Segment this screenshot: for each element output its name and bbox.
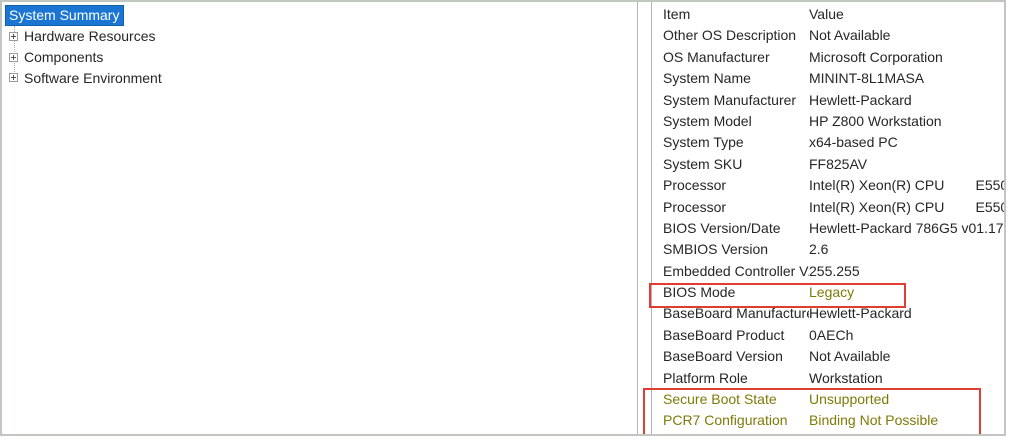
item-cell: System Manufacturer: [663, 91, 797, 108]
value-cell: FF825AV: [809, 155, 868, 172]
table-row[interactable]: BaseBoard Version Not Available: [652, 346, 1004, 367]
table-row[interactable]: BaseBoard Product 0AECh: [652, 325, 1004, 346]
column-header-value[interactable]: Value: [809, 6, 844, 22]
item-cell: OS Manufacturer: [663, 48, 770, 65]
value-cell: Not Available: [809, 27, 891, 44]
table-row[interactable]: System Model HP Z800 Workstation: [652, 111, 1004, 132]
item-cell: Embedded Controller V...: [663, 262, 809, 279]
item-cell: System Model: [663, 112, 752, 129]
table-row[interactable]: Processor Intel(R) Xeon(R) CPU E5506: [652, 175, 1005, 196]
value-cell: Microsoft Corporation: [809, 48, 943, 65]
table-row[interactable]: Platform Role Workstation: [652, 368, 1004, 389]
tree-item-components[interactable]: Components: [2, 47, 637, 68]
list-header-row: Item Value: [652, 4, 1004, 25]
item-cell: BaseBoard Version: [663, 348, 783, 365]
item-cell: Processor: [663, 198, 727, 215]
value-cell: Hewlett-Packard: [809, 305, 912, 322]
item-cell: BaseBoard Manufacturer: [663, 305, 809, 322]
item-cell: Other OS Description: [663, 27, 797, 44]
item-cell: BaseBoard Product: [663, 326, 785, 343]
expand-plus-icon[interactable]: [9, 52, 18, 62]
value-cell: x64-based PC: [809, 134, 898, 151]
table-row[interactable]: BIOS Mode Legacy: [652, 282, 1004, 303]
table-row[interactable]: PCR7 Configuration Binding Not Possible: [652, 410, 1004, 431]
table-row[interactable]: BIOS Version/Date Hewlett-Packard 786G5 v…: [652, 218, 1005, 239]
table-row[interactable]: System Name MININT-8L1MASA: [652, 68, 1004, 89]
tree-item-label: Software Environment: [24, 69, 162, 86]
item-cell: Processor: [663, 177, 727, 194]
tree-item-label: Hardware Resources: [24, 28, 156, 45]
table-row[interactable]: Other OS Description Not Available: [652, 25, 1004, 46]
table-row[interactable]: System Type x64-based PC: [652, 132, 1004, 153]
table-row[interactable]: Processor Intel(R) Xeon(R) CPU E5506: [652, 197, 1005, 218]
value-cell: 2.6: [809, 241, 829, 258]
table-row[interactable]: SMBIOS Version 2.6: [652, 239, 1004, 260]
column-header-item[interactable]: Item: [663, 6, 691, 22]
value-cell: Binding Not Possible: [809, 412, 939, 429]
item-cell: System Type: [663, 134, 744, 151]
item-cell: Secure Boot State: [663, 391, 777, 408]
value-cell: Intel(R) Xeon(R) CPU E5506: [809, 177, 1005, 194]
item-cell: BIOS Version/Date: [663, 219, 781, 236]
tree-item-software-environment[interactable]: Software Environment: [2, 67, 637, 88]
item-cell: PCR7 Configuration: [663, 412, 788, 429]
item-cell: System SKU: [663, 155, 743, 172]
item-cell: Platform Role: [663, 369, 748, 386]
value-cell: Workstation: [809, 369, 883, 386]
table-row[interactable]: OS Manufacturer Microsoft Corporation: [652, 47, 1004, 68]
value-cell: Not Available: [809, 348, 891, 365]
value-cell: MININT-8L1MASA: [809, 70, 925, 87]
table-row[interactable]: Secure Boot State Unsupported: [652, 389, 1004, 410]
value-cell: Legacy: [809, 284, 855, 301]
table-row[interactable]: Embedded Controller V...255.255: [652, 261, 1004, 282]
value-cell: Unsupported: [809, 391, 890, 408]
item-cell: System Name: [663, 70, 751, 87]
tree-node-system-summary[interactable]: System Summary: [5, 5, 125, 26]
table-row[interactable]: System SKU FF825AV: [652, 154, 1004, 175]
item-cell: BIOS Mode: [663, 284, 736, 301]
value-cell: 255.255: [809, 262, 860, 279]
item-cell: SMBIOS Version: [663, 241, 769, 258]
table-row[interactable]: System Manufacturer Hewlett-Packard: [652, 90, 1004, 111]
value-cell: Hewlett-Packard 786G5 v01.17, 8/: [809, 219, 1005, 236]
tree-item-label: Components: [24, 49, 104, 66]
value-cell: Intel(R) Xeon(R) CPU E5506: [809, 198, 1005, 215]
expand-plus-icon[interactable]: [9, 31, 18, 41]
expand-plus-icon[interactable]: [9, 73, 18, 83]
value-cell: 0AECh: [809, 326, 854, 343]
value-cell: HP Z800 Workstation: [809, 112, 942, 129]
value-cell: Hewlett-Packard: [809, 91, 912, 108]
tree-item-hardware-resources[interactable]: Hardware Resources: [2, 26, 637, 47]
